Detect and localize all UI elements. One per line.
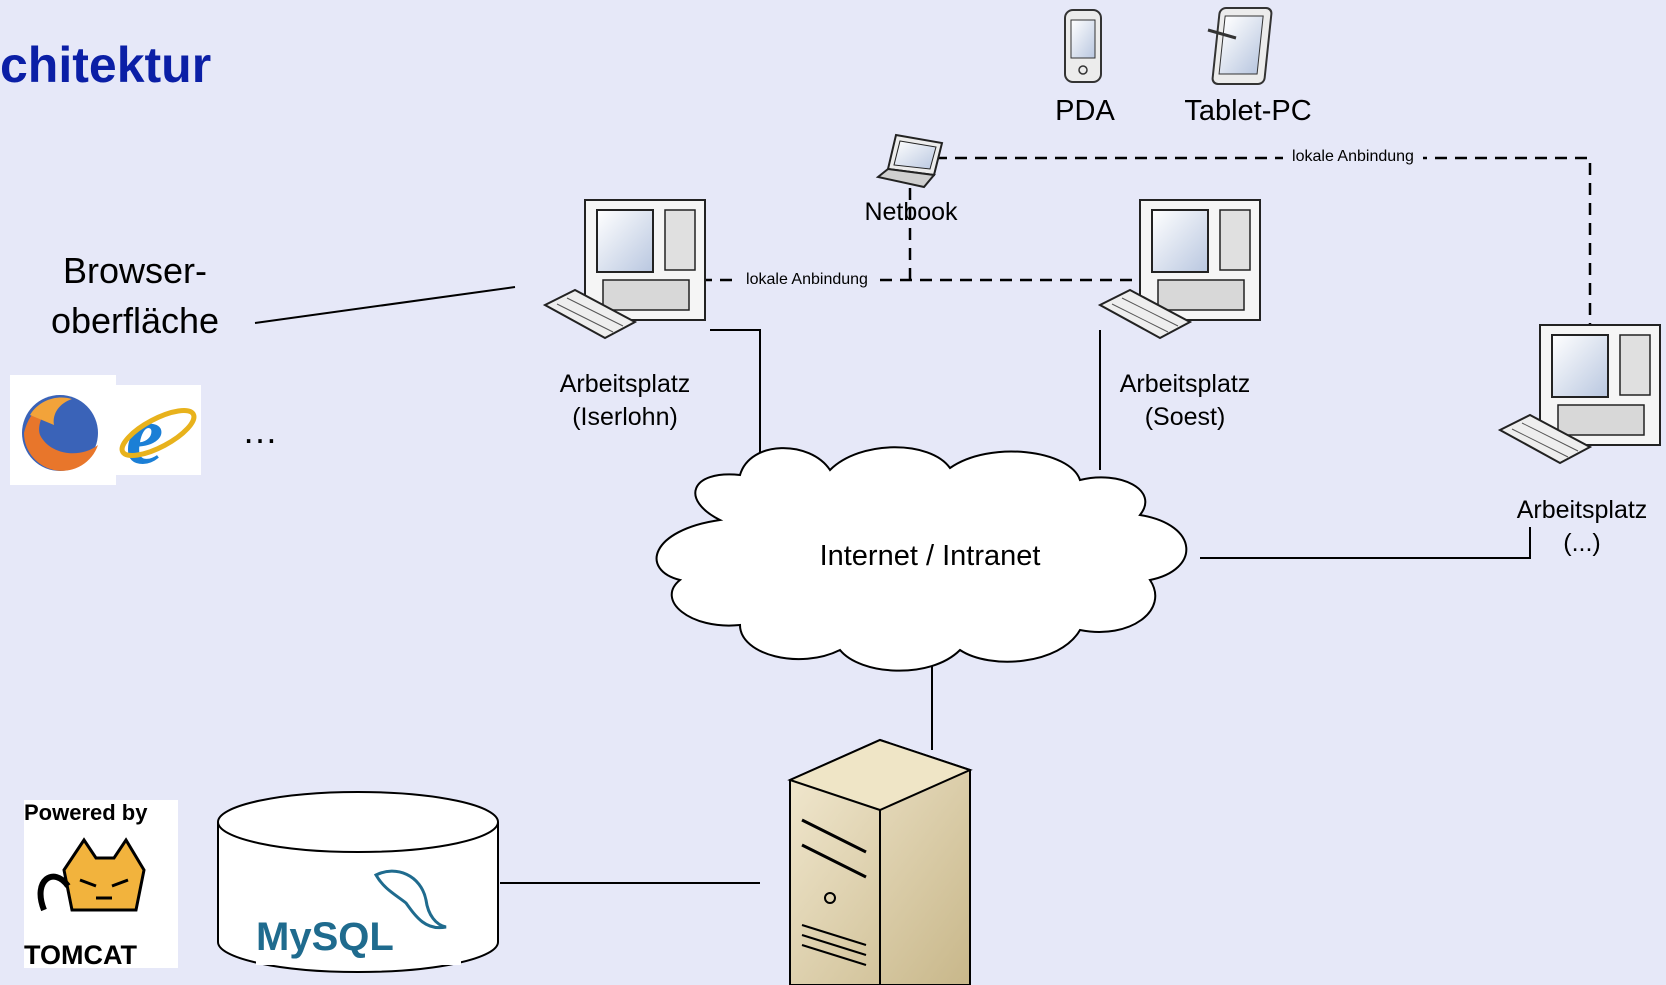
browser-pointer-line: [254, 286, 516, 324]
ie-icon: e: [116, 385, 201, 482]
netbook-label: Netbook: [864, 198, 958, 226]
workstation-icon: [1497, 324, 1661, 465]
server-icon: [787, 738, 973, 985]
local-link-label-top: lokale Anbindung: [1283, 148, 1423, 166]
workstation-soest-line2: (Soest): [1144, 403, 1226, 431]
browser-label-line1: Browser-: [62, 250, 208, 291]
pda-label: PDA: [1055, 95, 1115, 127]
tomcat-text: TOMCAT: [24, 940, 137, 970]
tablet-label: Tablet-PC: [1184, 95, 1312, 127]
dashed-link-top: [935, 156, 1592, 340]
local-links: [640, 156, 1592, 340]
connector-lines: [254, 286, 1531, 884]
workstation-iserlohn-line1: Arbeitsplatz: [559, 370, 691, 398]
workstation-icon: [1097, 199, 1261, 340]
tomcat-powered-text: Powered by: [24, 800, 148, 825]
tomcat-logo: [24, 800, 178, 968]
cloud-label: Internet / Intranet: [819, 540, 1041, 572]
workstation-other-line2: (...): [1563, 529, 1601, 557]
workstation-soest-line1: Arbeitsplatz: [1119, 370, 1251, 398]
pda-icon: [1064, 9, 1102, 83]
netbook-icon: [875, 133, 944, 189]
workstation-icon: [542, 199, 706, 340]
browser-label-line2: oberfläche: [50, 300, 220, 341]
firefox-icon: [10, 375, 116, 485]
link-cloud-workstation3: [1200, 520, 1531, 559]
workstation-iserlohn-line2: (Iserlohn): [572, 403, 678, 431]
page-title: chitektur: [0, 37, 212, 93]
cloud-icon: [655, 446, 1188, 672]
mysql-text: MySQL: [256, 915, 394, 959]
link-iserlohn-cloud: [710, 329, 761, 470]
workstation-other-line1: Arbeitsplatz: [1502, 494, 1662, 527]
tablet-icon: [1207, 7, 1273, 85]
browser-ellipsis: …: [242, 410, 278, 451]
local-link-label-mid: lokale Anbindung: [737, 271, 877, 289]
mysql-logo: [256, 855, 461, 965]
